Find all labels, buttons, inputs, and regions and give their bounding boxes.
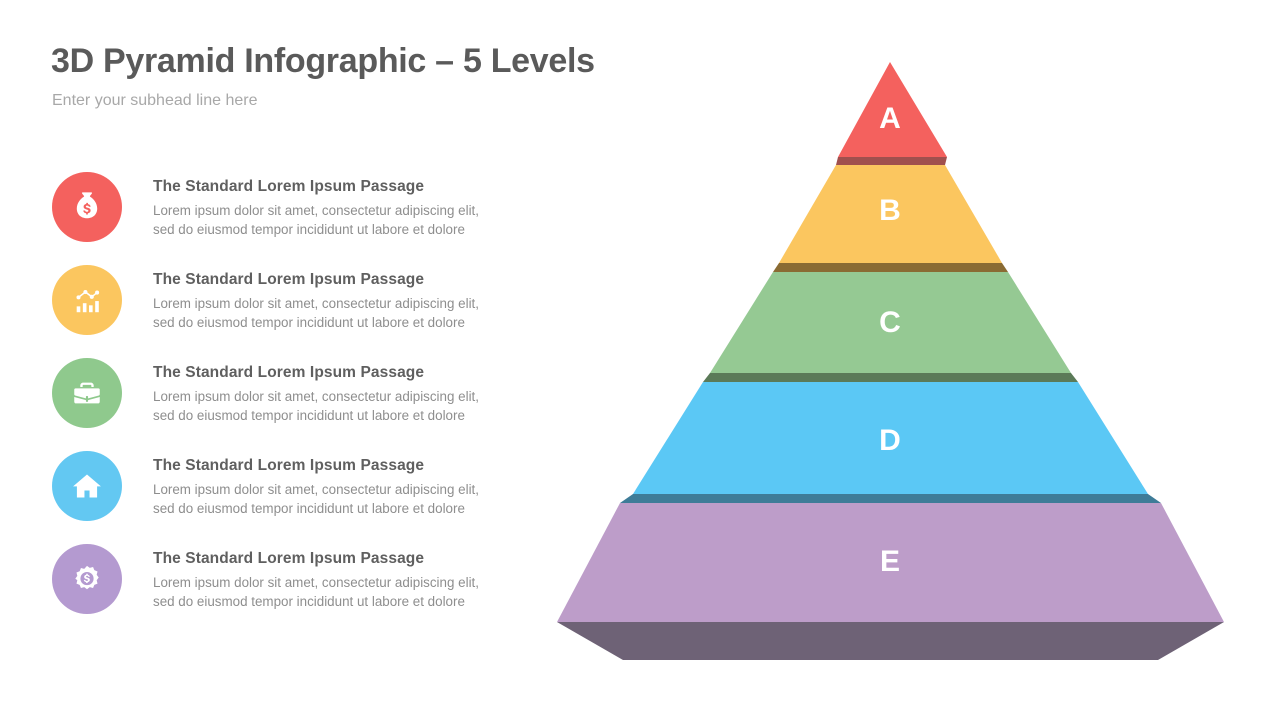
gear-dollar-icon xyxy=(70,562,104,596)
feature-heading: The Standard Lorem Ipsum Passage xyxy=(153,364,425,381)
feature-body: Lorem ipsum dolor sit amet, consectetur … xyxy=(153,575,479,609)
feature-text-block: The Standard Lorem Ipsum Passage Lorem i… xyxy=(153,550,533,611)
feature-item[interactable]: The Standard Lorem Ipsum Passage Lorem i… xyxy=(52,265,532,358)
feature-heading: The Standard Lorem Ipsum Passage xyxy=(153,271,425,288)
feature-heading: The Standard Lorem Ipsum Passage xyxy=(153,457,425,474)
feature-body: Lorem ipsum dolor sit amet, consectetur … xyxy=(153,389,479,423)
tier-label-C: C xyxy=(879,306,901,339)
tier-label-A: A xyxy=(879,102,901,135)
feature-text-block: The Standard Lorem Ipsum Passage Lorem i… xyxy=(153,364,533,425)
feature-text-block: The Standard Lorem Ipsum Passage Lorem i… xyxy=(153,271,533,332)
feature-icon-badge[interactable] xyxy=(52,451,122,521)
feature-heading: The Standard Lorem Ipsum Passage xyxy=(153,178,425,195)
tier-base-E xyxy=(557,622,1224,660)
tier-label-B: B xyxy=(879,194,901,227)
money-bag-icon xyxy=(70,190,104,224)
briefcase-icon xyxy=(70,376,104,410)
feature-body: Lorem ipsum dolor sit amet, consectetur … xyxy=(153,296,479,330)
page-title: 3D Pyramid Infographic – 5 Levels xyxy=(51,42,595,80)
feature-text-block: The Standard Lorem Ipsum Passage Lorem i… xyxy=(153,457,533,518)
feature-heading: The Standard Lorem Ipsum Passage xyxy=(153,550,425,567)
feature-item[interactable]: The Standard Lorem Ipsum Passage Lorem i… xyxy=(52,358,532,451)
home-icon xyxy=(70,469,104,503)
bar-chart-trend-icon xyxy=(70,283,104,317)
tier-face-C xyxy=(710,272,1071,373)
tier-base-A xyxy=(836,157,947,165)
feature-icon-badge[interactable] xyxy=(52,172,122,242)
tier-label-E: E xyxy=(880,545,900,578)
feature-item[interactable]: The Standard Lorem Ipsum Passage Lorem i… xyxy=(52,172,532,265)
feature-icon-badge[interactable] xyxy=(52,265,122,335)
feature-list: The Standard Lorem Ipsum Passage Lorem i… xyxy=(52,172,532,637)
feature-icon-badge[interactable] xyxy=(52,358,122,428)
tier-base-B xyxy=(773,263,1008,272)
tier-face-A xyxy=(838,62,947,157)
tier-label-D: D xyxy=(879,424,901,457)
feature-text-block: The Standard Lorem Ipsum Passage Lorem i… xyxy=(153,178,533,239)
tier-base-D xyxy=(620,494,1161,503)
feature-icon-badge[interactable] xyxy=(52,544,122,614)
feature-item[interactable]: The Standard Lorem Ipsum Passage Lorem i… xyxy=(52,451,532,544)
feature-body: Lorem ipsum dolor sit amet, consectetur … xyxy=(153,482,479,516)
tier-base-C xyxy=(703,373,1078,382)
page-subtitle: Enter your subhead line here xyxy=(52,92,258,109)
tier-face-D xyxy=(633,382,1148,494)
tier-face-B xyxy=(779,165,1002,263)
feature-item[interactable]: The Standard Lorem Ipsum Passage Lorem i… xyxy=(52,544,532,637)
tier-face-E xyxy=(557,503,1224,622)
feature-body: Lorem ipsum dolor sit amet, consectetur … xyxy=(153,203,479,237)
